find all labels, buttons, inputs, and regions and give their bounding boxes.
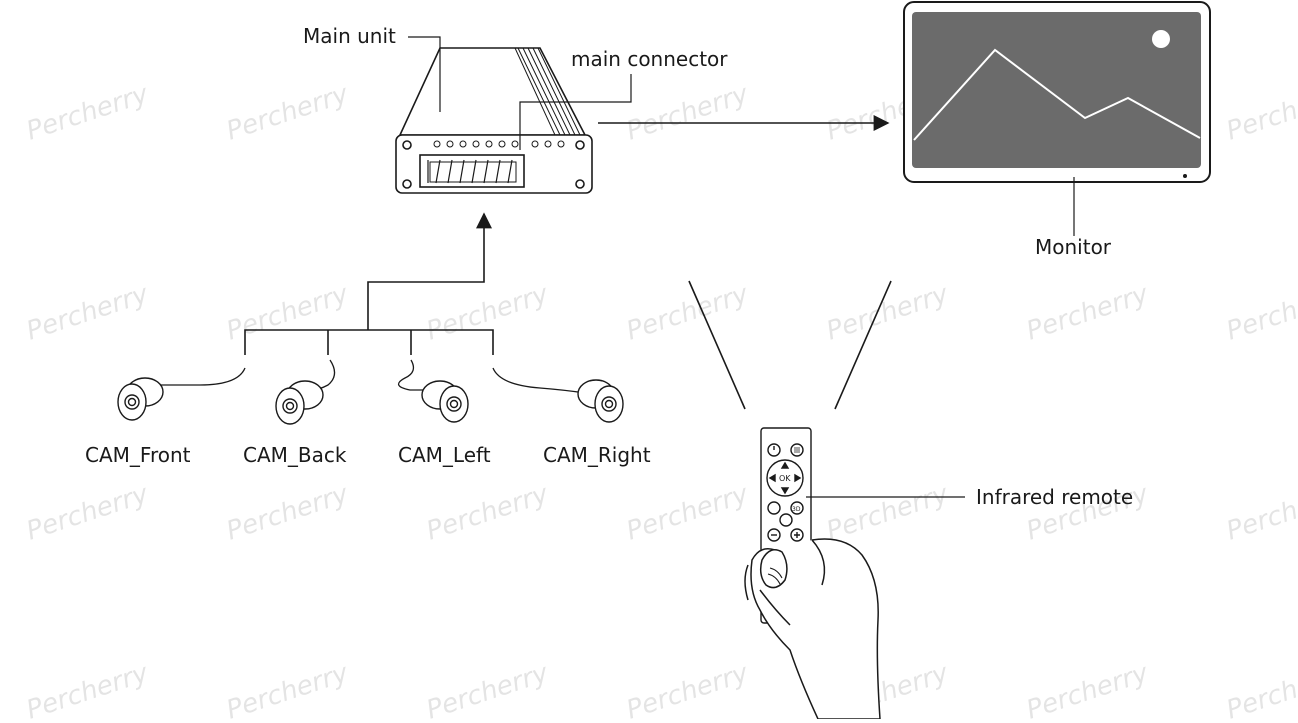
camera-cables: [155, 359, 586, 394]
arrow-left-icon: [768, 473, 776, 483]
watermark-text: Percherry: [823, 479, 953, 547]
cam-front-label: CAM_Front: [85, 443, 191, 467]
watermark-text: Percherry: [223, 279, 353, 347]
arrow-right-icon: [794, 473, 802, 483]
watermark-text: Percherry: [1023, 279, 1153, 347]
watermark-text: Percherry: [623, 479, 753, 547]
watermark-text: Percherry: [423, 279, 553, 347]
watermark-text: Percherry: [223, 479, 353, 547]
ir-beam-right: [834, 280, 892, 410]
three-d-button: [790, 501, 804, 515]
main-connector-label: main connector: [571, 47, 728, 71]
watermark-text: Percherry: [23, 658, 153, 719]
watermark-text: Percherry: [1223, 658, 1298, 719]
cam-right-label: CAM_Right: [543, 443, 651, 467]
watermark-text: Percherry: [1223, 79, 1298, 147]
three-d-key-label: 3D: [792, 506, 801, 513]
cam-left: [421, 380, 469, 423]
cam-back-label: CAM_Back: [243, 443, 347, 467]
arrow-up-icon: [780, 461, 790, 469]
watermark-text: Percherry: [223, 79, 353, 147]
watermark-text: Percherry: [23, 279, 153, 347]
watermark-text: Percherry: [223, 658, 353, 719]
monitor: [903, 1, 1211, 183]
watermark-text: Percherry: [1023, 658, 1153, 719]
watermark-text: Percherry: [423, 658, 553, 719]
watermark-text: Percherry: [623, 79, 753, 147]
monitor-screen: [912, 12, 1201, 168]
main-unit-label: Main unit: [303, 24, 396, 48]
ok-key-label: OK: [779, 474, 791, 483]
main-connector-leader: [519, 74, 632, 150]
watermark-text: Percherry: [23, 479, 153, 547]
watermark-text: Percherry: [1223, 479, 1298, 547]
power-led-icon: [1183, 174, 1187, 178]
camera-bus: [244, 222, 494, 355]
sun-icon: [1152, 30, 1170, 48]
watermark-text: Percherry: [623, 658, 753, 719]
cam-front: [117, 377, 164, 421]
hand-illustration: [744, 538, 881, 720]
dpad: [766, 459, 804, 497]
cam-back: [275, 380, 324, 425]
back-icon: [767, 501, 781, 515]
mountain-icon: [913, 48, 1201, 141]
monitor-label: Monitor: [1035, 235, 1112, 259]
ir-beam-left: [688, 280, 746, 410]
main-unit: [395, 47, 593, 194]
watermark-text: Percherry: [423, 479, 553, 547]
watermark-text: Percherry: [1223, 279, 1298, 347]
watermark-text: Percherry: [23, 79, 153, 147]
cam-left-label: CAM_Left: [398, 443, 491, 467]
cam-right: [577, 379, 624, 423]
watermark-text: Percherry: [623, 279, 753, 347]
steering-wheel-icon: [779, 513, 793, 527]
infrared-remote-label: Infrared remote: [976, 485, 1133, 509]
main-unit-leader: [408, 36, 441, 112]
arrow-down-icon: [780, 487, 790, 495]
